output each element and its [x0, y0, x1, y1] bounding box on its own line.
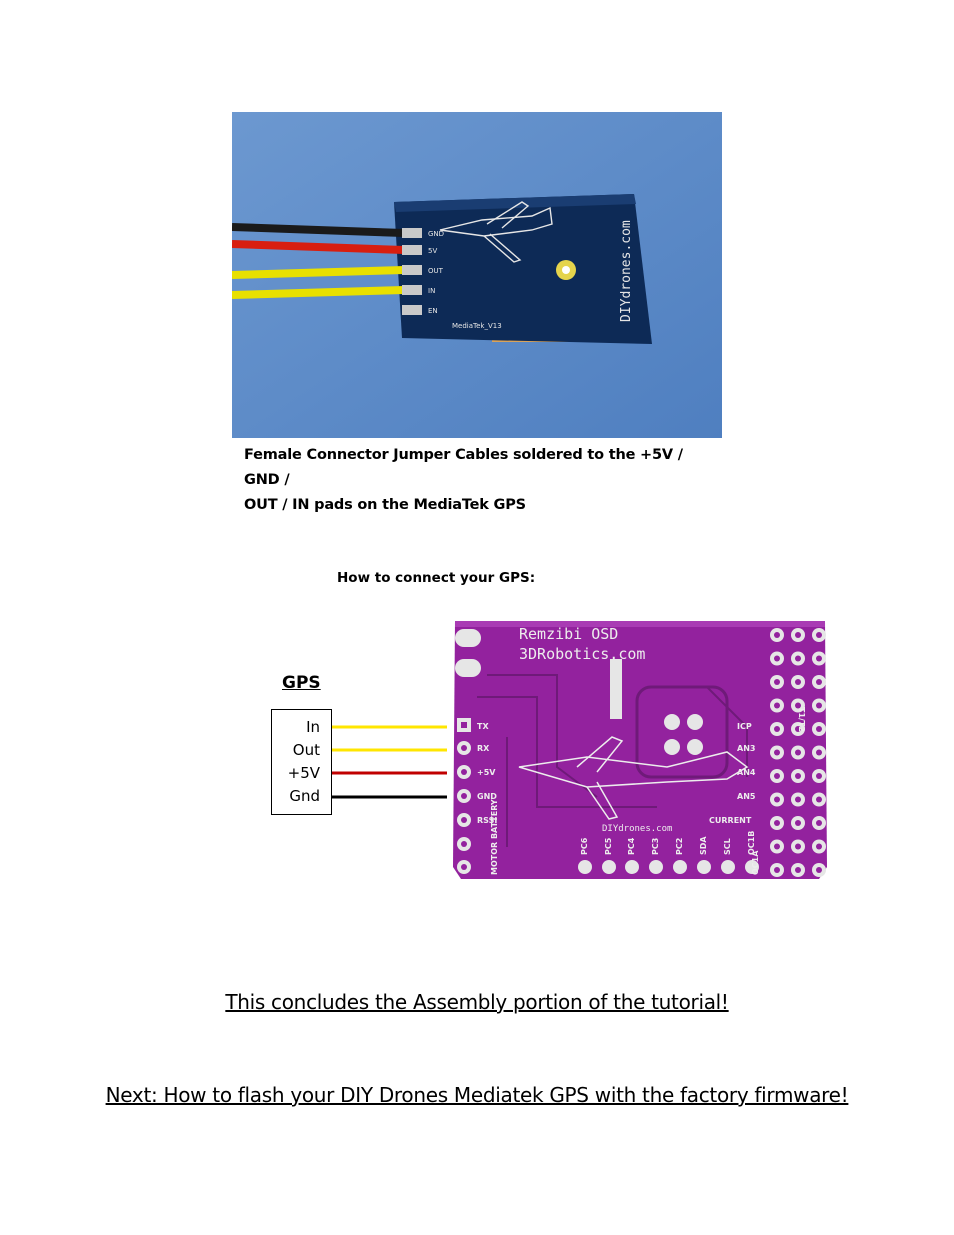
header-pin-hole	[816, 773, 822, 779]
header-pin-hole	[816, 749, 822, 756]
board-bottom-label: PC2	[675, 838, 684, 855]
header-pin-hole	[774, 749, 780, 756]
section-heading: How to connect your GPS:	[337, 570, 536, 586]
header-pin-hole	[795, 679, 801, 685]
gps-pin-in: In	[306, 718, 320, 736]
board-pin-label: MOTOR BATTERY	[490, 799, 499, 875]
red-wire	[232, 240, 405, 254]
board-right-label: AN5	[737, 792, 756, 801]
board-pin-label: TX	[477, 722, 489, 731]
gps-title: GPS	[282, 673, 321, 693]
board-brand-text: DIYdrones.com	[619, 220, 634, 322]
header-pin-hole	[774, 796, 780, 803]
board-site: 3DRobotics.com	[519, 645, 645, 663]
board-bottom-label: PC4	[627, 837, 636, 855]
board-bottom-label: SDA	[699, 836, 708, 855]
board-bottom-label: PC5	[604, 837, 613, 855]
remzibi-osd-board-photo: Remzibi OSD 3DRobotics.com DIYdrones.com…	[447, 617, 832, 885]
header-pin-hole	[774, 702, 780, 709]
header-pin-hole	[816, 796, 822, 803]
board-right-label: AN4	[737, 768, 756, 777]
next-step-link[interactable]: Next: How to flash your DIY Drones Media…	[105, 1083, 849, 1107]
board-model-text: MediaTek_V13	[452, 322, 502, 330]
airplane-silkscreen	[439, 201, 553, 263]
board-pin-label: RX	[477, 744, 490, 753]
pad-label: GND	[428, 230, 444, 238]
header-pin-hole	[795, 749, 801, 756]
header-pin-hole	[816, 843, 822, 850]
header-pin-hole	[774, 773, 780, 779]
header-pin-hole	[774, 867, 780, 873]
header-pin-hole	[816, 655, 822, 662]
board-title: Remzibi OSD	[519, 625, 618, 643]
header-pin-hole	[816, 820, 822, 826]
header-pin-hole	[795, 726, 801, 732]
header-pin-hole	[795, 820, 801, 826]
board-right-label: T1/T2	[797, 707, 806, 732]
board-bottom-label: PC3	[651, 838, 660, 855]
header-pin-hole	[795, 843, 801, 850]
header-pin-hole	[774, 843, 780, 850]
board-right-label: ICP	[737, 722, 752, 731]
pad-label: IN	[428, 287, 435, 295]
board-right-label: AN3	[737, 744, 755, 753]
pad-label: OUT	[428, 267, 444, 275]
gps-pin-5v: +5V	[287, 764, 320, 782]
photo-caption: Female Connector Jumper Cables soldered …	[244, 443, 714, 518]
wire-bundle	[332, 725, 448, 799]
header-pin-hole	[774, 820, 780, 826]
header-pin-hole	[795, 702, 801, 709]
yellow-wire	[232, 286, 405, 299]
gps-pin-box: In Out +5V Gnd	[271, 709, 332, 815]
header-pin-hole	[774, 632, 780, 638]
gps-pin-gnd: Gnd	[289, 787, 320, 805]
board-right-label: CURRENT	[709, 816, 752, 825]
header-pin-hole	[795, 655, 801, 662]
board-bottom-label: SCL	[723, 838, 732, 855]
header-pin-hole	[816, 726, 822, 732]
header-pin-hole	[816, 632, 822, 638]
board-pin-label: +5V	[477, 768, 496, 777]
airplane-silkscreen	[518, 736, 749, 820]
header-pin-hole	[816, 702, 822, 709]
conclusion-text: This concludes the Assembly portion of t…	[225, 990, 729, 1014]
header-pin-hole	[816, 679, 822, 685]
header-pin-hole	[795, 632, 801, 638]
mediatek-gps-photo: GND 5V OUT IN EN DIYdrones.com MediaTek_…	[232, 112, 722, 438]
header-pin-hole	[774, 679, 780, 685]
board-bottom-label: PC6	[580, 837, 589, 855]
pad-label: EN	[428, 307, 438, 315]
header-pin-hole	[774, 726, 780, 732]
pad-label: 5V	[428, 247, 437, 255]
board-bottom-label: OC1A	[751, 850, 760, 875]
yellow-wire	[232, 266, 405, 279]
header-pin-hole	[795, 796, 801, 803]
caption-line: Female Connector Jumper Cables soldered …	[244, 447, 683, 488]
board-pin-label: GND	[477, 792, 497, 801]
board-pin-label: RSSI	[477, 816, 497, 825]
black-wire	[232, 223, 405, 237]
board-footer: DIYdrones.com	[602, 824, 672, 834]
header-pin-hole	[816, 867, 822, 873]
header-pin-hole	[774, 655, 780, 662]
caption-line: OUT / IN pads on the MediaTek GPS	[244, 497, 526, 513]
header-pin-hole	[795, 773, 801, 779]
board-bottom-label: OC1B	[747, 831, 756, 855]
header-pin-hole	[795, 867, 801, 873]
gps-pin-out: Out	[292, 741, 320, 759]
